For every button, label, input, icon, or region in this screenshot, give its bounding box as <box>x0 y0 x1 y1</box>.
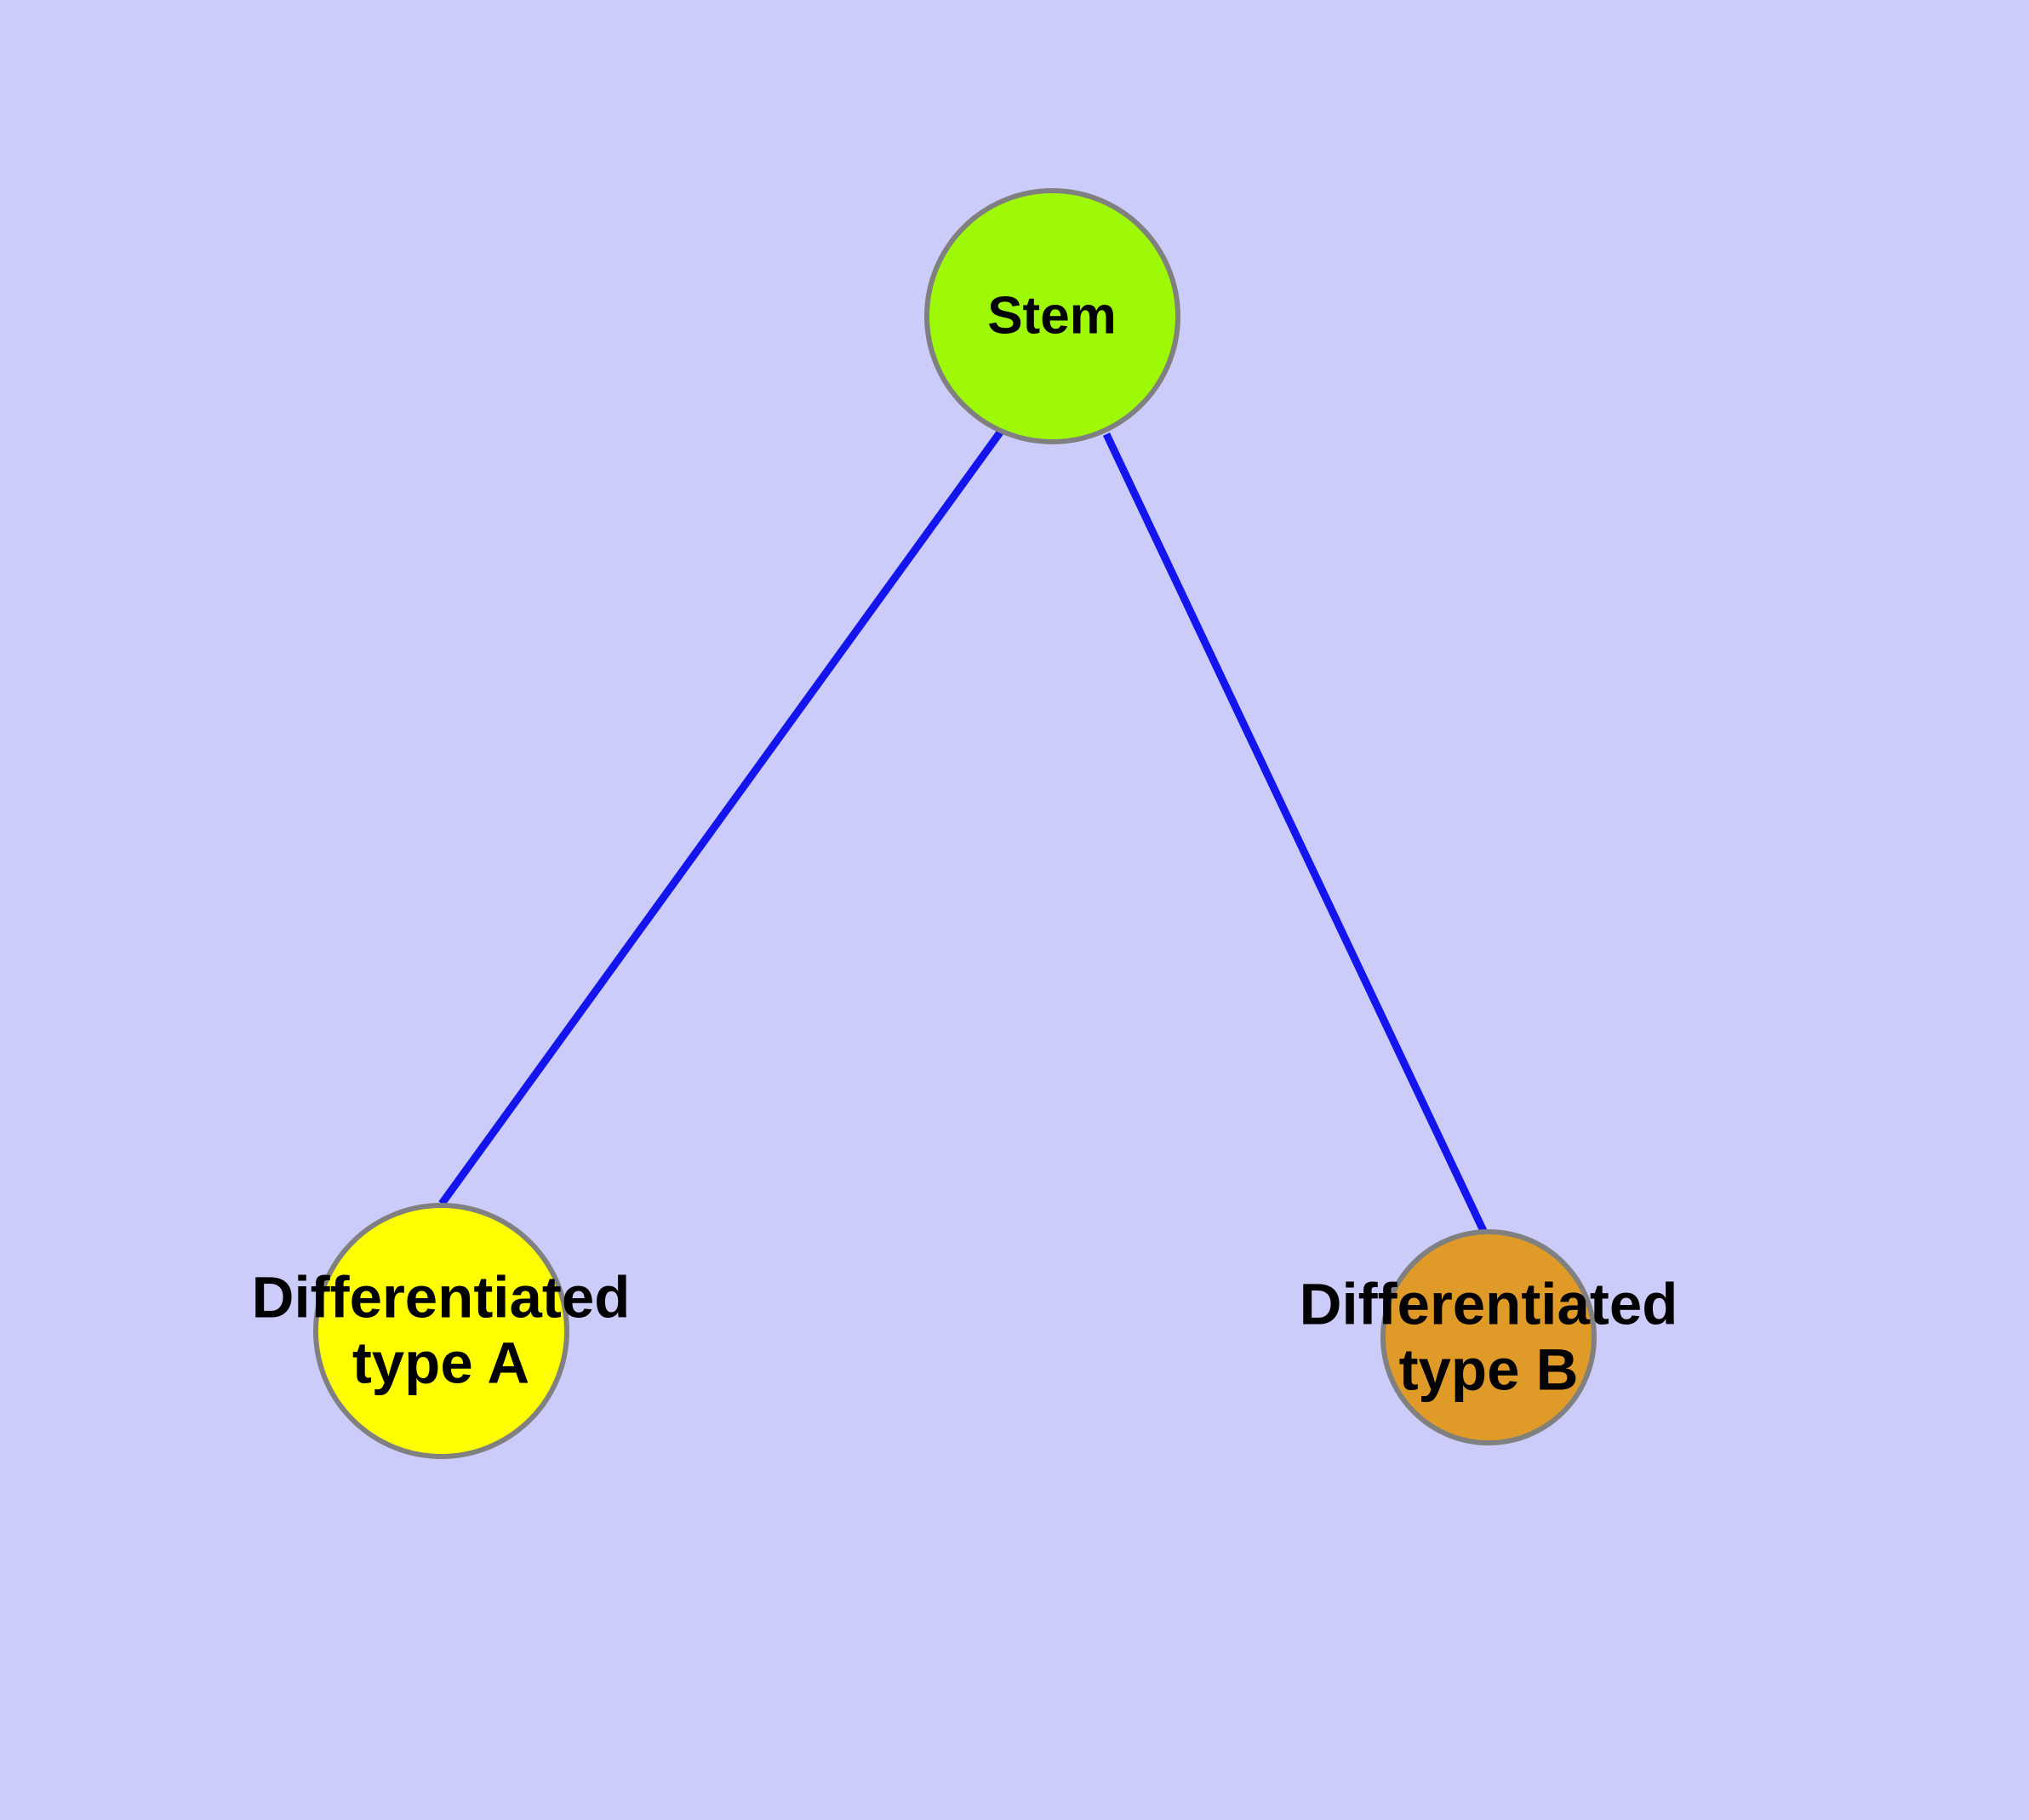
node-differentiated-type-b[interactable] <box>1380 1229 1597 1445</box>
node-differentiated-type-a[interactable] <box>312 1202 569 1459</box>
edge-stem-to-type-b[interactable] <box>1102 432 1489 1234</box>
node-stem[interactable] <box>923 187 1180 444</box>
edge-stem-to-type-a[interactable] <box>438 430 1003 1206</box>
